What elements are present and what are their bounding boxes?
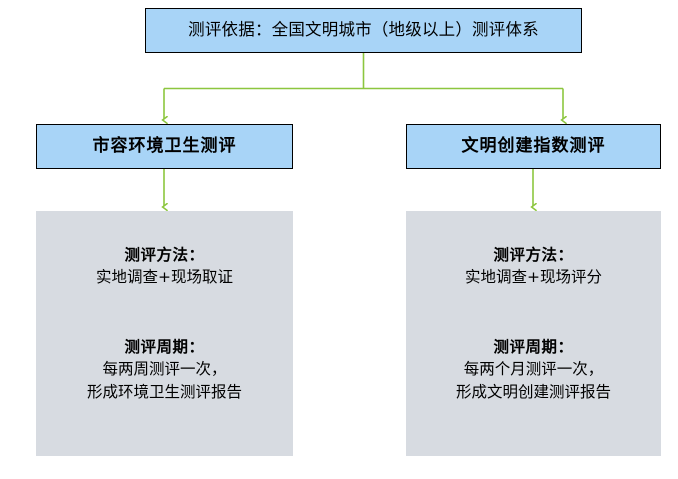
branch-box-civilization-index-label: 文明创建指数测评 — [461, 135, 606, 156]
method-text-right: 实地调查+现场评分 — [465, 268, 602, 287]
detail-panel-environment-sanitation: 测评方法： 实地调查+现场取证 测评周期： 每两周测评一次， 形成环境卫生测评报… — [36, 211, 293, 456]
detail-block-cycle-left: 测评周期： 每两周测评一次， 形成环境卫生测评报告 — [36, 336, 293, 405]
method-text-left: 实地调查+现场取证 — [96, 268, 233, 287]
cycle-line2-left: 形成环境卫生测评报告 — [86, 383, 242, 402]
branch-box-environment-sanitation-label: 市容环境卫生测评 — [92, 135, 237, 156]
method-heading-right: 测评方法： — [493, 246, 574, 264]
title-box-label: 测评依据：全国文明城市（地级以上）测评体系 — [188, 20, 539, 40]
detail-block-cycle-right: 测评周期： 每两个月测评一次， 形成文明创建测评报告 — [406, 336, 661, 405]
detail-block-method-left: 测评方法： 实地调查+现场取证 — [36, 244, 293, 290]
branch-box-environment-sanitation: 市容环境卫生测评 — [36, 124, 293, 169]
detail-panel-civilization-index: 测评方法： 实地调查+现场评分 测评周期： 每两个月测评一次， 形成文明创建测评… — [406, 211, 661, 456]
cycle-heading-left: 测评周期： — [124, 337, 205, 356]
cycle-line1-right: 每两个月测评一次， — [463, 360, 604, 379]
detail-block-method-right: 测评方法： 实地调查+现场评分 — [406, 244, 661, 290]
branch-box-civilization-index: 文明创建指数测评 — [406, 124, 661, 169]
cycle-line2-right: 形成文明创建测评报告 — [455, 383, 611, 402]
cycle-line1-left: 每两周测评一次， — [102, 360, 227, 379]
cycle-heading-right: 测评周期： — [493, 337, 574, 356]
method-heading-left: 测评方法： — [124, 246, 205, 264]
title-box: 测评依据：全国文明城市（地级以上）测评体系 — [145, 8, 582, 53]
